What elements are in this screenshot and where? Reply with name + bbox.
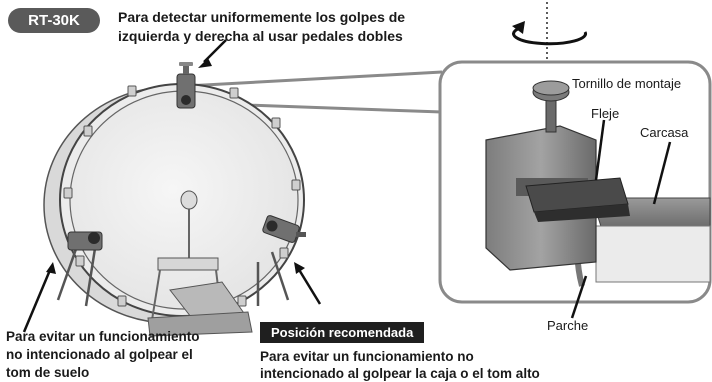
detail-panel — [438, 60, 712, 319]
top-note-line-1: Para detectar uniformemente los golpes d… — [118, 9, 406, 25]
label-shell: Carcasa — [640, 125, 689, 140]
bass-drum — [43, 83, 305, 324]
rotation-arrow-icon — [512, 2, 588, 66]
model-badge: RT-30K — [8, 8, 100, 33]
top-note-line-2: izquierda y derecha al usar pedales dobl… — [118, 28, 403, 44]
left-position-note: Para evitar un funcionamiento no intenci… — [6, 328, 236, 382]
bottom-position-note: Para evitar un funcionamiento no intenci… — [260, 348, 560, 382]
trigger-top — [176, 62, 196, 109]
recommended-position-badge: Posición recomendada — [260, 322, 425, 343]
left-note-line-1: Para evitar un funcionamiento — [6, 329, 200, 344]
pointer-arrows — [22, 39, 322, 333]
top-position-note: Para detectar uniformemente los golpes d… — [118, 8, 448, 46]
left-note-line-2: no intencionado al golpear el — [6, 347, 193, 362]
trigger-left — [67, 231, 103, 251]
bottom-note-line-1: Para evitar un funcionamiento no — [260, 349, 474, 364]
left-note-line-3: tom de suelo — [6, 365, 90, 380]
trigger-right — [262, 215, 306, 243]
label-mounting-screw: Tornillo de montaje — [572, 76, 682, 91]
label-hoop: Fleje — [591, 106, 620, 121]
kick-pedal — [147, 190, 253, 337]
label-head: Parche — [547, 318, 589, 333]
bottom-note-line-2: intencionado al golpear la caja o el tom… — [260, 366, 540, 381]
